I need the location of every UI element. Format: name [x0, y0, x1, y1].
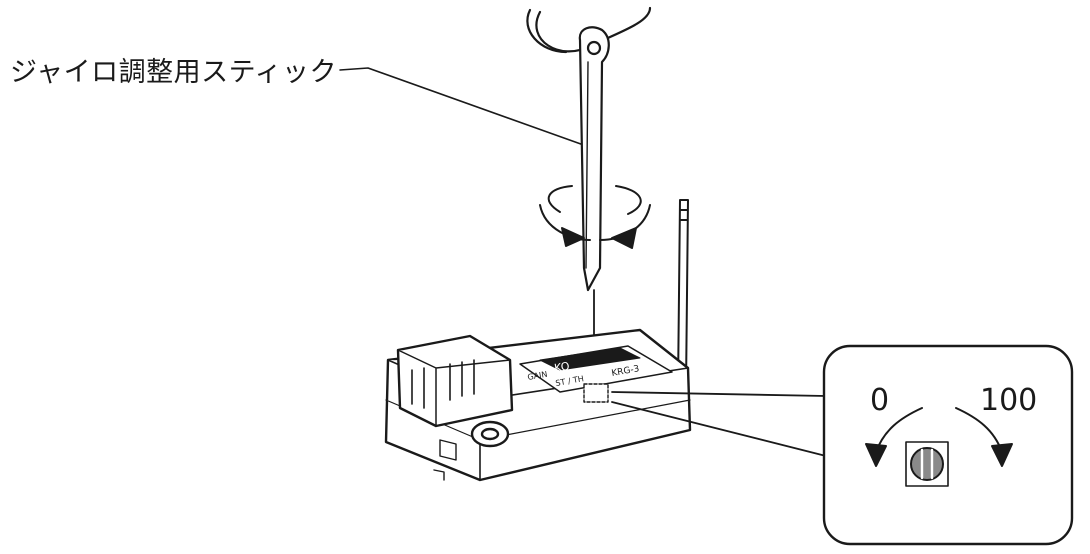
- receiver-brand: KO: [553, 359, 571, 375]
- zoom-leader-top: [611, 391, 827, 397]
- dial-max-label: 100: [980, 383, 1037, 418]
- dial-direction-arrows-icon: [865, 407, 1013, 467]
- adjustment-stick-icon: [578, 26, 610, 292]
- callout-leader-line: [339, 67, 593, 149]
- rotation-arrows-icon: [539, 185, 651, 249]
- gain-trim-knob-icon: [905, 441, 949, 487]
- receiver-unit-icon: [384, 328, 692, 482]
- receiver-label-gain: GAIN: [527, 370, 548, 382]
- dial-min-label: 0: [870, 383, 889, 418]
- zoom-leader-bottom: [611, 401, 827, 457]
- stick-callout-label: ジャイロ調整用スティック: [10, 57, 338, 88]
- receiver-model: KRG-3: [611, 364, 640, 379]
